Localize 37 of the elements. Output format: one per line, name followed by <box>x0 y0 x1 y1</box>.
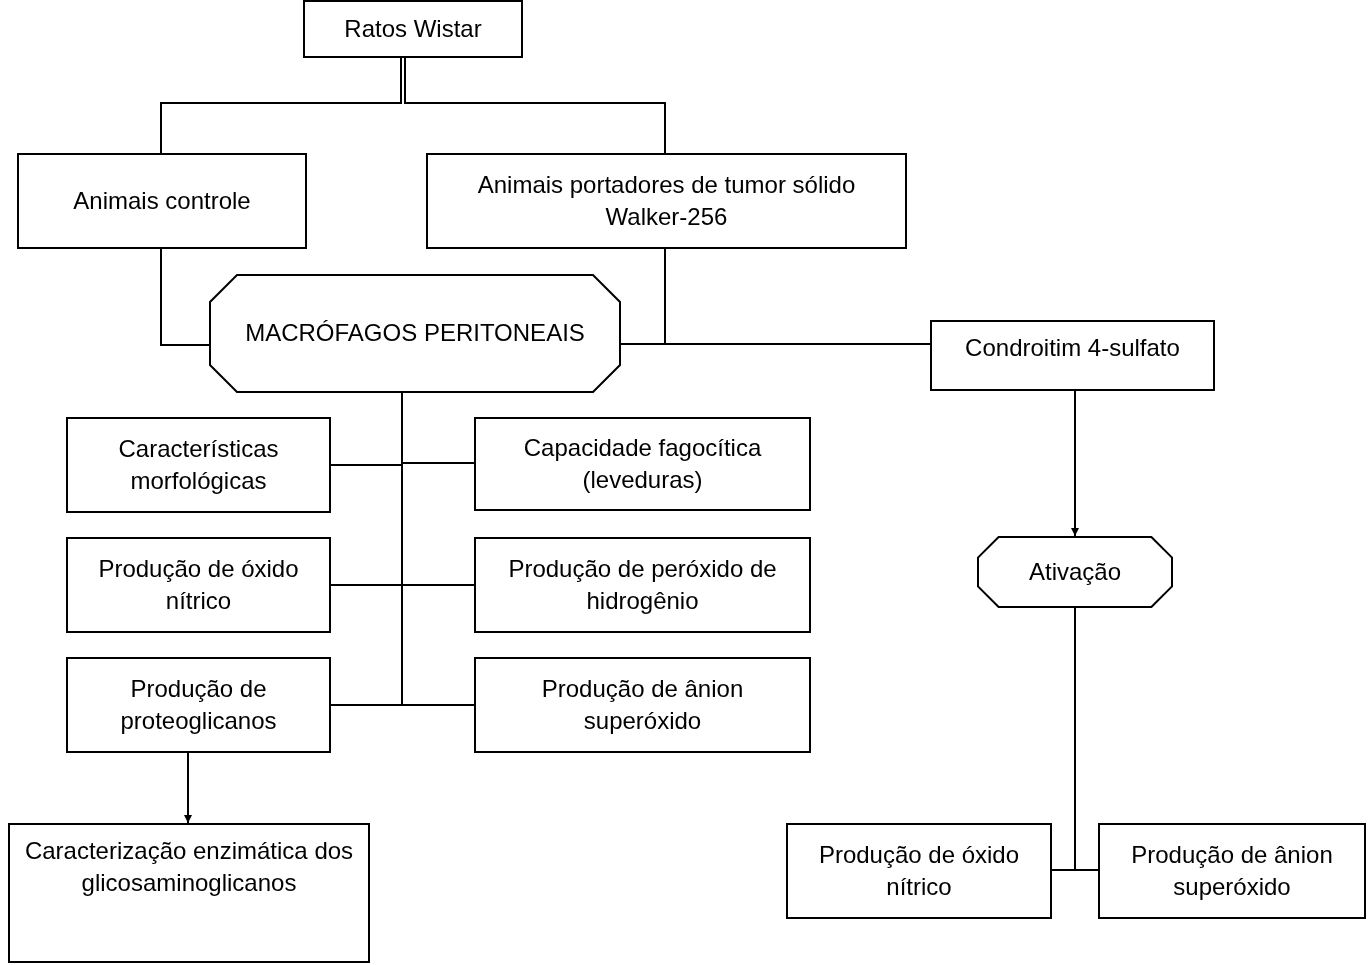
process-box <box>426 153 907 249</box>
process-box <box>66 417 331 513</box>
process-box <box>8 823 370 963</box>
process-box <box>66 537 331 633</box>
connector-line <box>620 343 931 345</box>
process-box <box>474 537 811 633</box>
connector-line <box>160 248 210 346</box>
process-box <box>303 0 523 58</box>
node-label: Produção de óxido nítrico <box>817 839 1021 902</box>
node-label: Caracterização enzimática dos glicosaminoglicanos <box>23 836 355 899</box>
node-label: Ratos Wistar <box>343 13 483 44</box>
node-label: Produção de proteoglicanos <box>119 673 278 736</box>
arrow <box>184 752 192 824</box>
process-box <box>17 153 307 249</box>
node-label: Animais portadores de tumor sólido Walker-256 <box>476 169 857 232</box>
process-box <box>474 657 811 753</box>
process-box <box>474 417 811 511</box>
node-label: Características morfológicas <box>117 433 280 496</box>
node-label: Capacidade fagocítica (leveduras) <box>522 432 763 495</box>
octagon-node <box>977 536 1173 608</box>
process-box <box>1098 823 1366 919</box>
arrow <box>1071 390 1079 537</box>
node-label: Ativação <box>1027 556 1123 587</box>
node-label: Produção de peróxido de hidrogênio <box>507 553 778 616</box>
node-label: Animais controle <box>72 185 252 216</box>
octagon-node <box>209 274 621 393</box>
node-label: MACRÓFAGOS PERITONEAIS <box>244 318 586 349</box>
node-label: Produção de óxido nítrico <box>97 553 300 616</box>
connector-line <box>160 57 402 154</box>
node-label: Produção de ânion superóxido <box>540 673 745 736</box>
process-box <box>786 823 1052 919</box>
process-box <box>930 320 1215 391</box>
process-box <box>66 657 331 753</box>
node-label: Condroitim 4-sulfato <box>964 333 1181 363</box>
node-label: Produção de ânion superóxido <box>1130 839 1334 902</box>
connector-line <box>404 57 666 154</box>
connector-line <box>1074 607 1099 871</box>
